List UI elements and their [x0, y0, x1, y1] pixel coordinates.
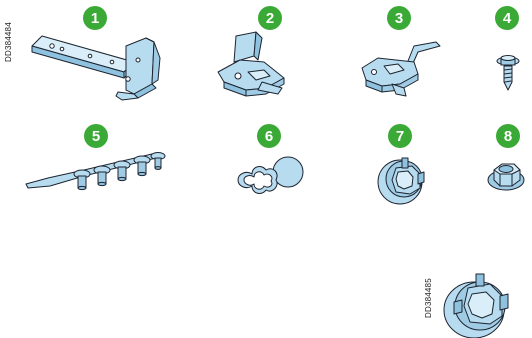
part-6-badge: 6: [257, 124, 281, 148]
part-8-badge: 8: [496, 124, 520, 148]
doc-code-top: DD384484: [4, 22, 13, 62]
spring-clip-icon: [356, 40, 442, 100]
part-3-badge: 3: [387, 6, 411, 30]
flange-nut-icon: [486, 158, 528, 196]
screw-icon: [496, 52, 522, 94]
cable-gland-icon: [376, 152, 430, 206]
rivet-strip-icon: [24, 148, 174, 196]
part-5-badge: 5: [84, 124, 108, 148]
part-1-badge: 1: [83, 6, 107, 30]
doc-code-bottom: DD384485: [424, 278, 433, 318]
clip-icon: [212, 32, 288, 102]
part-4-badge: 4: [495, 6, 519, 30]
bracket-icon: [26, 32, 166, 106]
part-2-badge: 2: [258, 6, 282, 30]
gasket-icon: [232, 154, 308, 204]
part-7-badge: 7: [388, 124, 412, 148]
cable-gland-detail-icon: [440, 272, 518, 338]
